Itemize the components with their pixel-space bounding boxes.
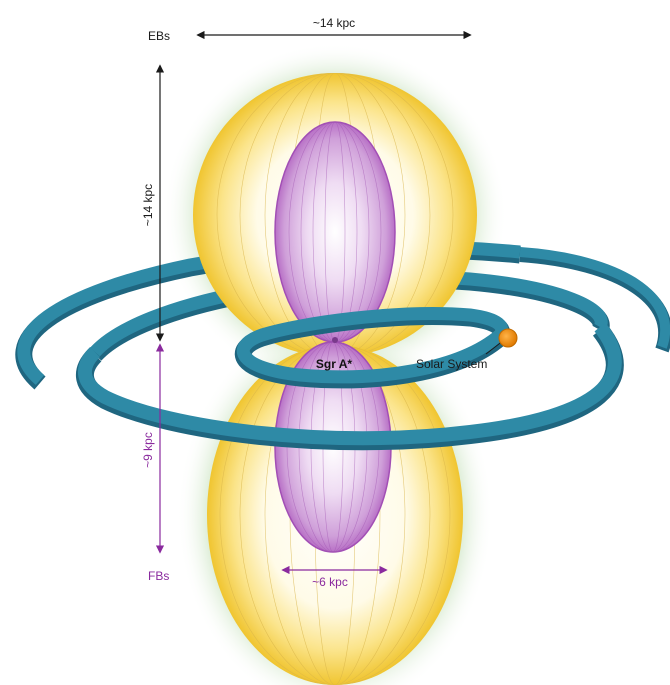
orange-dot-icon (498, 328, 518, 348)
galaxy-arms-front (75, 247, 670, 451)
solar-system-label: Solar System (416, 357, 487, 371)
upper-fermi-bubble (274, 121, 396, 343)
ebs-width-label: ~14 kpc (313, 16, 355, 30)
sgr-a-label: Sgr A* (316, 357, 353, 371)
fbs-width-label: ~6 kpc (312, 575, 348, 589)
solar-system-marker (485, 328, 518, 355)
fbs-label: FBs (148, 569, 169, 583)
fbs-height-label: ~9 kpc (141, 432, 155, 468)
dimension-arrows (155, 30, 472, 575)
ebs-label: EBs (148, 29, 170, 43)
sgr-a-center (332, 337, 338, 343)
ebs-height-label: ~14 kpc (141, 184, 155, 226)
